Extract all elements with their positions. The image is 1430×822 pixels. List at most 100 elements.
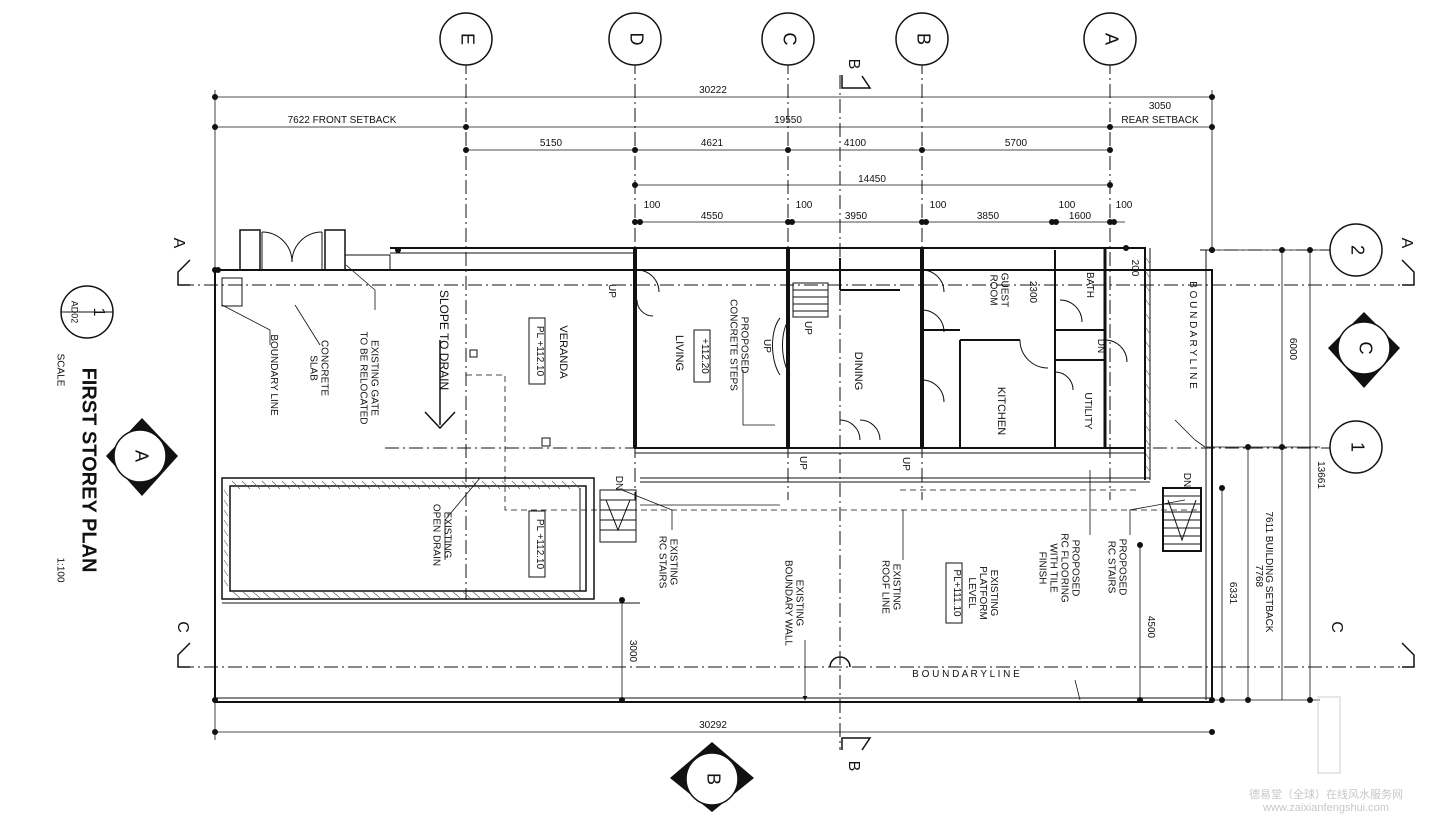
- dim-offset-5: 100: [1116, 200, 1133, 211]
- label-up-1: UP: [606, 284, 617, 298]
- label-proposed-rc-stairs: PROPOSEDRC STAIRS: [1106, 539, 1128, 596]
- label-existing-open-drain: EXISTINGOPEN DRAIN: [431, 504, 453, 566]
- label-existing-roof-line: EXISTINGROOF LINE: [880, 560, 902, 614]
- svg-text:C: C: [1355, 342, 1375, 355]
- label-up-2: UP: [761, 339, 772, 353]
- label-existing-gate: EXISTING GATETO BE RELOCATED: [358, 332, 380, 425]
- scale-value: 1:100: [54, 557, 65, 582]
- grid-bubble-b: B: [895, 12, 949, 66]
- label-boundary-line-right: B O U N D A R Y L I N E: [1187, 281, 1198, 389]
- room-living: LIVING: [673, 335, 685, 371]
- label-up-4: UP: [797, 456, 808, 470]
- elevation-marker-a: A: [106, 418, 178, 496]
- label-boundary-line-bottom: B O U N D A R Y L I N E: [912, 669, 1020, 680]
- label-existing-boundary-wall: EXISTINGBOUNDARY WALL: [783, 560, 805, 646]
- grid-nodes: [215, 245, 1215, 273]
- building-walls: [390, 247, 1151, 483]
- section-c-left: C: [174, 621, 191, 633]
- dim-overall-top: 30222: [699, 85, 727, 96]
- label-proposed-steps: PROPOSEDCONCRETE STEPS: [728, 299, 750, 391]
- slope-arrow: [424, 340, 456, 430]
- room-guest-room: GUESTROOM: [988, 273, 1010, 307]
- grid-bubble-2: 2: [1329, 223, 1383, 277]
- dim-rear-setback-value: 3050: [1149, 101, 1172, 112]
- dim-span-14450: 14450: [858, 174, 886, 185]
- svg-text:B: B: [703, 773, 723, 785]
- label-proposed-rc-flooring: PROPOSEDRC FLOORINGWITH TILEFINISH: [1037, 533, 1081, 603]
- section-a-left: A: [170, 238, 187, 249]
- grid-label-a: A: [1101, 33, 1121, 45]
- grid-label-e: E: [457, 33, 477, 45]
- dim-front-setback: 7622 FRONT SETBACK: [288, 115, 397, 126]
- room-bath: BATH: [1084, 272, 1095, 298]
- label-dn-1: DN: [1095, 339, 1106, 353]
- scale-label: SCALE: [54, 354, 65, 387]
- section-a-right: A: [1398, 238, 1415, 249]
- grid-bubble-e: E: [439, 12, 493, 66]
- dim-offset-1: 100: [644, 200, 661, 211]
- dim-right-6331: 6331: [1227, 582, 1238, 605]
- existing-gate: [239, 229, 391, 271]
- room-dining: DINING: [852, 352, 864, 391]
- dim-right-6000: 6000: [1287, 338, 1298, 361]
- dim-right-4500: 4500: [1145, 616, 1156, 639]
- room-utility: UTILITY: [1082, 392, 1093, 430]
- dim-200: 200: [1129, 260, 1140, 277]
- leader-lines: [221, 264, 1206, 701]
- elevation-marker-c: C: [1328, 312, 1400, 388]
- dim-room-3850: 3850: [977, 211, 1000, 222]
- dim-3000: 3000: [627, 640, 638, 663]
- level-tags: [528, 317, 963, 624]
- dim-rear-setback: REAR SETBACK: [1121, 115, 1199, 126]
- grid-label-b: B: [913, 33, 933, 45]
- dim-bay-d-c: 4621: [701, 138, 724, 149]
- label-concrete-slab: CONCRETESLAB: [308, 340, 330, 396]
- open-drain: [221, 277, 640, 604]
- dim-mid-span: 19550: [774, 115, 802, 126]
- dim-bay-b-a: 5700: [1005, 138, 1028, 149]
- dim-bay-c-b: 4100: [844, 138, 867, 149]
- label-existing-rc-stairs: EXISTINGRC STAIRS: [657, 536, 679, 589]
- section-b-bottom: B: [845, 761, 862, 772]
- watermark-line-2: www.zaixianfengshui.com: [1262, 802, 1389, 814]
- label-existing-platform: EXISTINGPLATFORMLEVEL: [966, 566, 999, 620]
- level-platform: PL+111.10: [951, 569, 962, 617]
- existing-roof-line: [466, 374, 1200, 511]
- grid-label-1: 1: [1347, 442, 1367, 452]
- dim-2300: 2300: [1027, 281, 1038, 304]
- dim-overall-bottom: 30292: [699, 720, 727, 731]
- svg-text:A: A: [131, 450, 151, 462]
- grid-label-d: D: [626, 33, 646, 46]
- section-b-top: B: [845, 59, 862, 70]
- dim-offset-4: 100: [1059, 200, 1076, 211]
- dim-room-1600: 1600: [1069, 211, 1092, 222]
- room-kitchen: KITCHEN: [995, 387, 1007, 435]
- dim-offset-3: 100: [930, 200, 947, 211]
- dim-bay-e-d: 5150: [540, 138, 563, 149]
- grid-bubble-d: D: [608, 12, 662, 66]
- label-slope-to-drain: SLOPE TO DRAIN: [437, 290, 451, 390]
- grid-bubble-a: A: [1083, 12, 1137, 66]
- site-boundary: [214, 250, 1213, 703]
- dim-right-7768: 7768: [1253, 565, 1264, 588]
- dim-building-setback: 7611 BUILDING SETBACK: [1263, 512, 1274, 633]
- grid-bubble-1: 1: [1329, 420, 1383, 474]
- grid-lines: [180, 60, 1410, 750]
- label-dn-3: DN: [1181, 473, 1192, 487]
- dim-offset-2: 100: [796, 200, 813, 211]
- grid-label-2: 2: [1347, 245, 1367, 255]
- view-number: 1: [90, 308, 107, 317]
- room-veranda: VERANDA: [557, 325, 569, 379]
- dim-room-3950: 3950: [845, 211, 868, 222]
- level-living: +112.20: [699, 338, 710, 374]
- sheet-reference: AD02: [70, 301, 80, 324]
- section-c-right: C: [1328, 621, 1345, 633]
- watermark-line-1: 德易堂（全球）在线风水服务网: [1249, 787, 1403, 801]
- level-lower: PL +112.10: [534, 519, 545, 570]
- label-up-3: UP: [802, 321, 813, 335]
- title-block: 1 AD02 FIRST STOREY PLAN SCALE 1:100: [54, 285, 114, 583]
- level-veranda: PL +112.10: [534, 326, 545, 377]
- watermark: 德易堂（全球）在线风水服务网 www.zaixianfengshui.com: [1249, 696, 1403, 814]
- door-swings: [636, 269, 1128, 441]
